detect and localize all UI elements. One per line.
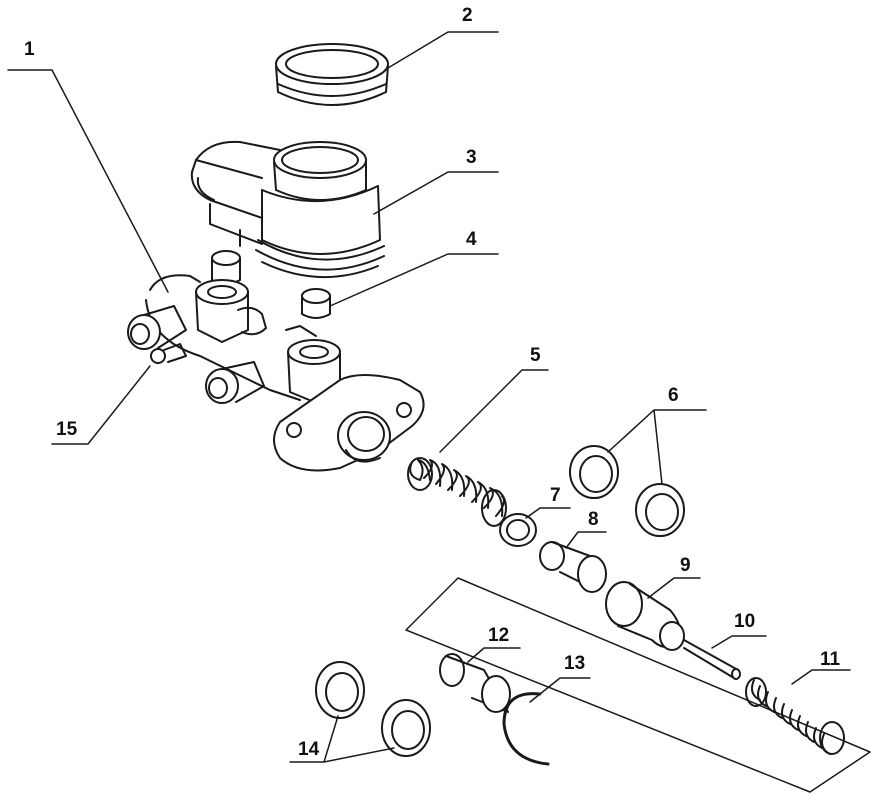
small-spring-part	[745, 677, 845, 755]
leader-5	[439, 369, 549, 453]
leader-8	[565, 531, 607, 549]
bleeder-screw-part	[150, 343, 187, 364]
leader-4	[329, 253, 499, 307]
snap-ring-part	[502, 692, 550, 766]
callout-8: 8	[588, 509, 599, 530]
callout-3: 3	[466, 147, 477, 168]
callout-4: 4	[466, 229, 477, 250]
callout-7: 7	[550, 485, 561, 506]
leader-12	[467, 647, 521, 663]
leader-7	[525, 507, 571, 519]
leader-15	[51, 365, 151, 445]
push-rod-part	[683, 639, 741, 680]
washer-pair-upper-part	[569, 445, 685, 537]
secondary-piston-part	[439, 653, 511, 713]
leader-10	[711, 635, 767, 649]
leader-13	[529, 677, 591, 703]
callout-5: 5	[530, 345, 541, 366]
leader-3	[373, 171, 499, 215]
washer-pair-lower-part	[315, 661, 431, 757]
callout-13: 13	[564, 653, 586, 674]
callout-10: 10	[734, 611, 756, 632]
repair-kit-outline	[405, 577, 871, 793]
piston-seal-part	[539, 541, 607, 593]
leader-6	[607, 409, 707, 485]
callout-15: 15	[56, 419, 78, 440]
leader-11	[791, 669, 851, 685]
leader-1	[7, 69, 169, 293]
callout-6: 6	[668, 385, 679, 406]
large-spring-part	[407, 457, 507, 527]
seal-ring-part	[499, 513, 537, 547]
leader-14	[289, 715, 395, 763]
leader-lines	[7, 31, 851, 763]
reservoir-cap-part	[275, 43, 389, 106]
callout-12: 12	[488, 625, 510, 646]
piston-part	[605, 581, 685, 651]
leader-2	[387, 31, 499, 69]
callout-14: 14	[298, 739, 320, 760]
callout-1: 1	[24, 39, 35, 60]
leader-9	[647, 577, 701, 599]
callout-2: 2	[462, 5, 473, 26]
callout-11: 11	[820, 649, 841, 670]
master-cylinder-body-part	[127, 250, 425, 472]
reservoir-part	[190, 140, 385, 278]
connector-part	[301, 288, 331, 319]
callout-9: 9	[680, 555, 691, 576]
